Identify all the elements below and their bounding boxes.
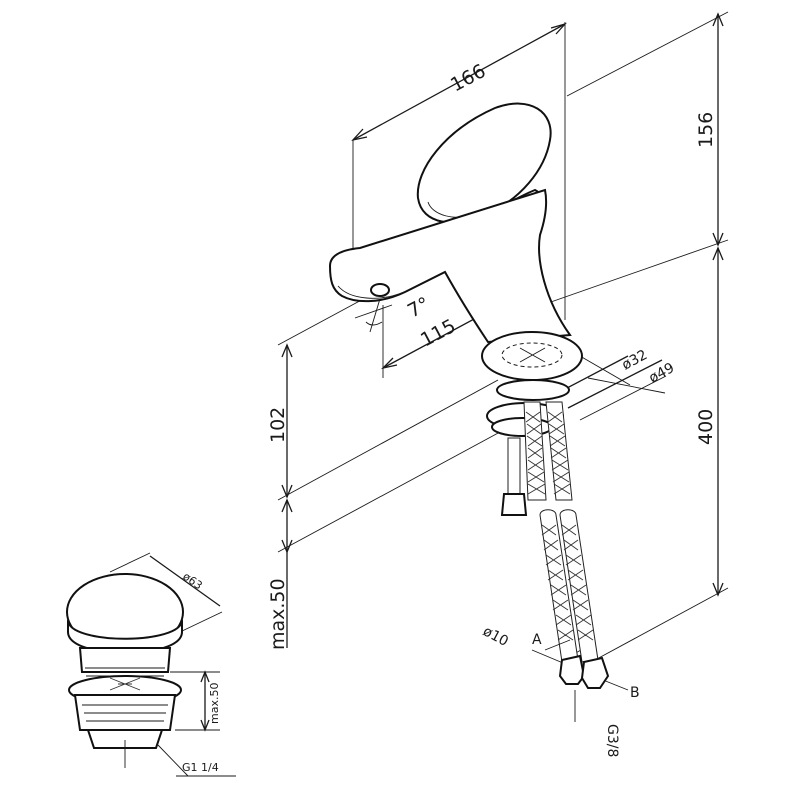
hose-upper-1-braid — [525, 411, 546, 495]
drain-neck — [78, 647, 172, 673]
dim-line-49 — [567, 359, 663, 409]
arrow-166-right — [550, 22, 567, 35]
dim-line-49b — [579, 375, 667, 421]
drain-ext-right — [179, 611, 223, 633]
drain-ext-left — [109, 552, 151, 573]
ext-line-156-bottom — [547, 239, 729, 304]
base-inner-circle — [501, 342, 563, 368]
label-dia10: ø10 — [480, 623, 511, 650]
leader-a-head — [544, 639, 571, 651]
hose-lower-1-braid — [541, 524, 574, 641]
ext-line-400-bottom — [594, 587, 729, 661]
dimension-lines — [277, 11, 729, 722]
angle-arc — [365, 321, 383, 326]
arrow-102-top — [281, 343, 293, 358]
ext-line-102-bottom — [277, 379, 499, 501]
drain-spring — [109, 677, 141, 691]
drain-body-thread — [82, 704, 168, 722]
ext-line-max50-top — [277, 431, 501, 553]
aerator — [370, 283, 390, 297]
label-b: B — [630, 685, 640, 701]
fitting-b — [580, 656, 610, 689]
label-115: 115 — [417, 315, 459, 351]
arrow-115-left — [380, 357, 398, 370]
dim-line-166 — [352, 23, 566, 141]
arrow-max50-mid — [281, 539, 293, 554]
arrow-max50-top — [281, 498, 293, 513]
label-drain-g114: G1 1/4 — [182, 761, 219, 774]
centre-mark-b — [519, 347, 546, 363]
hose-lower-2 — [559, 509, 599, 663]
fitting-a — [558, 654, 586, 685]
hose-lower-2-braid — [561, 524, 594, 641]
ext-line-156-top — [566, 11, 729, 97]
label-dia49: ø49 — [646, 360, 677, 387]
hose-upper-1 — [523, 401, 547, 501]
drain-leader-g114 — [157, 744, 189, 777]
label-drain-dia63: ø63 — [180, 570, 204, 593]
drain — [66, 552, 236, 777]
arrow-166-left — [351, 128, 368, 142]
angle-line-b — [354, 304, 393, 319]
label-angle: 7° — [404, 293, 433, 323]
label-drain-max50: max.50 — [208, 683, 221, 724]
ext-line-49 — [587, 377, 666, 394]
drain-arrow-top — [200, 670, 210, 683]
hose-upper-2-braid — [547, 411, 571, 495]
label-156: 156 — [695, 112, 717, 148]
label-dia32: ø32 — [619, 347, 650, 374]
arrow-400-top — [712, 246, 724, 261]
washer-plate — [491, 417, 553, 437]
arrow-102-bottom — [281, 484, 293, 499]
hose-lower-1 — [539, 509, 579, 663]
drain-body — [73, 694, 177, 731]
label-400: 400 — [695, 409, 717, 445]
label-166: 166 — [447, 60, 489, 96]
label-a: A — [532, 632, 542, 648]
arrow-156-bottom — [712, 232, 724, 247]
label-102: 102 — [267, 407, 289, 443]
faucet — [328, 102, 610, 689]
arrow-156-top — [712, 12, 724, 27]
arrow-400-bottom — [712, 582, 724, 597]
drain-dim-line-63 — [149, 555, 221, 607]
drain-tail — [86, 729, 164, 749]
spout-underside — [337, 285, 405, 299]
shank-nut — [496, 379, 570, 401]
label-max50: max.50 — [267, 578, 289, 650]
label-g38: G3/8 — [604, 724, 620, 757]
faucet-base — [481, 331, 583, 381]
rod-nut — [500, 493, 528, 516]
drain-arrow-bottom — [200, 719, 210, 732]
threaded-rod — [507, 437, 521, 495]
